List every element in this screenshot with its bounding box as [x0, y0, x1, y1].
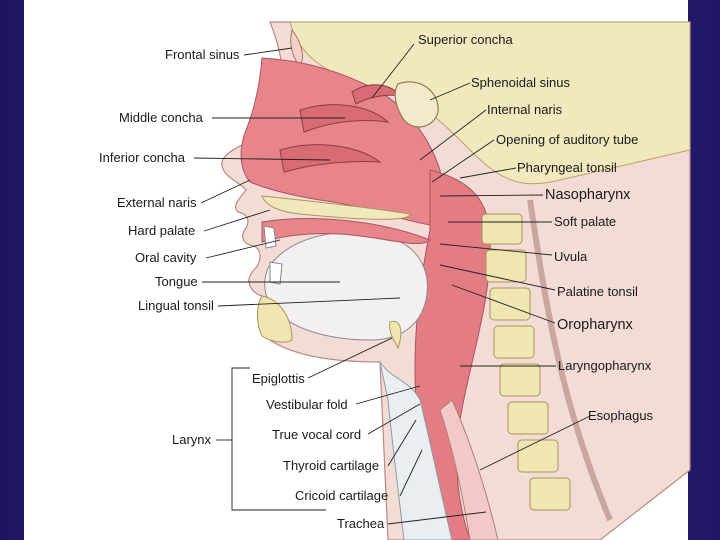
- label-internal-naris: Internal naris: [487, 102, 563, 117]
- label-vestibular-fold: Vestibular fold: [266, 397, 348, 412]
- label-middle-concha: Middle concha: [119, 110, 204, 125]
- label-sphenoidal-sinus: Sphenoidal sinus: [471, 75, 571, 90]
- right-labels: Superior concha Sphenoidal sinus Interna…: [418, 32, 654, 423]
- upper-teeth: [263, 225, 277, 249]
- vertebral-column: [481, 213, 571, 511]
- label-tongue: Tongue: [155, 274, 198, 289]
- epiglottis-shape: [389, 320, 402, 350]
- label-oropharynx: Oropharynx: [557, 317, 634, 333]
- label-soft-palate: Soft palate: [554, 214, 616, 229]
- label-true-vocal-cord: True vocal cord: [272, 427, 361, 442]
- label-frontal-sinus: Frontal sinus: [165, 47, 240, 62]
- label-opening-auditory-tube: Opening of auditory tube: [496, 132, 638, 147]
- sphenoidal-sinus-shape: [394, 81, 439, 128]
- label-thyroid-cartilage: Thyroid cartilage: [283, 458, 379, 473]
- label-esophagus: Esophagus: [588, 408, 654, 423]
- label-superior-concha: Superior concha: [418, 32, 513, 47]
- lower-teeth: [269, 261, 283, 285]
- label-trachea: Trachea: [337, 516, 385, 531]
- esophagus-shape: [439, 399, 499, 540]
- left-labels: Frontal sinus Middle concha Inferior con…: [99, 47, 240, 447]
- anatomy-illustration: [221, 21, 691, 540]
- leader-lines: [193, 43, 591, 525]
- label-larynx: Larynx: [172, 432, 212, 447]
- label-laryngopharynx: Laryngopharynx: [558, 358, 652, 373]
- label-pharyngeal-tonsil: Pharyngeal tonsil: [517, 160, 617, 175]
- label-cricoid-cartilage: Cricoid cartilage: [295, 488, 388, 503]
- label-oral-cavity: Oral cavity: [135, 250, 197, 265]
- label-uvula: Uvula: [554, 249, 588, 264]
- larynx-trachea: [379, 361, 453, 540]
- palate-mucosa: [261, 218, 431, 244]
- label-nasopharynx: Nasopharynx: [545, 187, 631, 203]
- mandible: [257, 295, 293, 343]
- label-lingual-tonsil: Lingual tonsil: [138, 298, 214, 313]
- label-epiglottis: Epiglottis: [252, 371, 305, 386]
- inferior-concha-shape: [279, 144, 382, 173]
- label-hard-palate: Hard palate: [128, 223, 195, 238]
- hard-palate-shape: [261, 195, 411, 220]
- label-palatine-tonsil: Palatine tonsil: [557, 284, 638, 299]
- spinal-canal: [527, 199, 613, 522]
- larynx-sub-labels: Epiglottis Vestibular fold True vocal co…: [252, 371, 388, 531]
- label-inferior-concha: Inferior concha: [99, 150, 186, 165]
- label-external-naris: External naris: [117, 195, 197, 210]
